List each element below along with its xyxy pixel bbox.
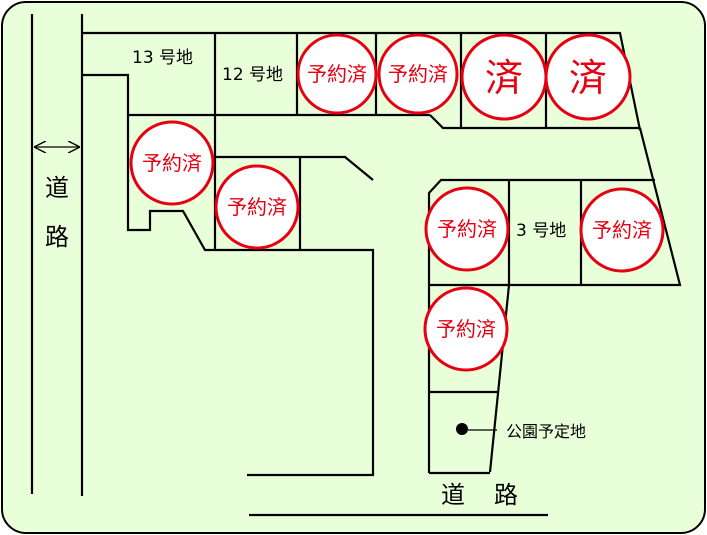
svg-text:予約済: 予約済: [592, 218, 652, 242]
stamp-lot-10: 予約済: [377, 33, 459, 115]
lot-12-label: 12 号地: [222, 65, 283, 85]
park-label: 公園予定地: [506, 422, 586, 441]
stamp-lot-2: 予約済: [579, 187, 665, 273]
left-road-label-2: 路: [45, 223, 69, 251]
bottom-road-label-2: 路: [494, 481, 518, 509]
svg-text:予約済: 予約済: [227, 195, 287, 219]
svg-text:予約済: 予約済: [307, 62, 367, 86]
park-dot-icon: [456, 423, 468, 435]
stamp-lot-9: 済: [460, 33, 548, 121]
stamp-lot-11: 予約済: [296, 33, 378, 115]
stamp-lot-8: 済: [544, 33, 632, 121]
svg-text:予約済: 予約済: [142, 151, 202, 175]
svg-text:済: 済: [569, 56, 607, 100]
svg-text:予約済: 予約済: [437, 217, 497, 241]
bottom-road-label-1: 道: [441, 481, 465, 509]
lot-13-label: 13 号地: [132, 48, 193, 68]
stamp-lot-5: 予約済: [423, 286, 509, 372]
svg-text:予約済: 予約済: [436, 317, 496, 341]
stamp-lot-14: 予約済: [129, 120, 215, 206]
left-road-label-1: 道: [45, 174, 69, 202]
stamp-lot-4: 予約済: [424, 186, 510, 272]
stamp-lot-15: 予約済: [214, 164, 300, 250]
lot-3-label: 3 号地: [516, 221, 566, 241]
svg-text:済: 済: [485, 56, 523, 100]
svg-text:予約済: 予約済: [388, 62, 448, 86]
